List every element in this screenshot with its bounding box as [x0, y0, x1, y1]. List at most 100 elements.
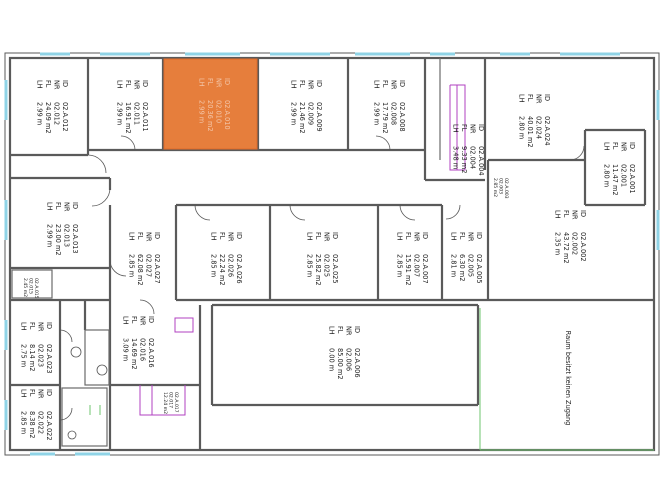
no-access-boundary — [479, 308, 654, 451]
small-field-value: 2.45 m2 — [22, 278, 28, 297]
field-value: 02.026 — [227, 254, 235, 277]
field-value: 02.A.009 — [315, 102, 323, 132]
field-value: 2.85 m — [128, 254, 136, 277]
field-label: NR — [307, 80, 315, 90]
field-value: 21.46 m2 — [298, 102, 306, 134]
windows — [4, 52, 660, 456]
field-value: 15.91 m2 — [404, 254, 412, 286]
field-label: LH — [396, 232, 404, 241]
field-label: FL — [136, 232, 144, 240]
field-label: FL — [460, 124, 468, 132]
field-value: 02.009 — [307, 102, 315, 125]
field-value: 02.001 — [620, 164, 628, 187]
small-field-value: 02.015 — [28, 278, 34, 294]
field-label: ID — [398, 80, 406, 87]
field-value: 2.81 m — [450, 254, 458, 277]
field-label: NR — [145, 232, 153, 242]
field-value: 2.80 m — [518, 116, 526, 139]
field-label: NR — [413, 232, 421, 242]
field-value: 11.47 m2 — [611, 164, 619, 196]
field-value: 3.48 m — [452, 146, 460, 169]
stair-elements — [89, 84, 466, 416]
field-value: 2.80 m — [603, 164, 611, 187]
field-value: 02.011 — [133, 102, 141, 125]
field-value: 02.A.025 — [331, 254, 339, 284]
field-value: 40.01 m2 — [526, 116, 534, 148]
field-label: FL — [206, 78, 214, 86]
field-label: ID — [315, 80, 323, 87]
field-value: 02.013 — [63, 224, 71, 247]
field-value: 2.99 m — [36, 102, 44, 125]
field-label: FL — [28, 322, 36, 330]
field-value: 3.09 m — [122, 338, 130, 361]
field-label: NR — [37, 322, 45, 332]
field-value: 02.A.013 — [71, 224, 79, 254]
field-label: NR — [469, 124, 477, 134]
field-label: ID — [235, 232, 243, 239]
field-label: ID — [421, 232, 429, 239]
field-value: 2.75 m — [20, 344, 28, 367]
field-label: LH — [210, 232, 218, 241]
highlighted-room-r010[interactable] — [163, 58, 258, 150]
field-value: 2.99 m — [46, 224, 54, 247]
field-value: 02.023 — [37, 344, 45, 367]
field-label: FL — [611, 142, 619, 150]
field-value: 2.85 m — [306, 254, 314, 277]
field-label: ID — [147, 316, 155, 323]
field-label: ID — [45, 322, 53, 329]
field-value: 14.69 m2 — [130, 338, 138, 370]
field-value: 02.007 — [413, 254, 421, 277]
field-value: 8.38 m2 — [28, 411, 36, 438]
field-label: LH — [20, 389, 28, 398]
field-value: 2.35 m — [554, 232, 562, 255]
field-label: LH — [306, 232, 314, 241]
field-value: 2.99 m — [116, 102, 124, 125]
field-value: 02.008 — [390, 102, 398, 125]
field-value: 2.85 m — [210, 254, 218, 277]
field-label: NR — [571, 210, 579, 220]
field-label: ID — [223, 78, 231, 85]
field-label: LH — [603, 142, 611, 151]
field-label: LH — [128, 232, 136, 241]
field-value: 02.A.011 — [141, 102, 149, 132]
field-value: 23.00 m2 — [54, 224, 62, 256]
field-value: 02.005 — [467, 254, 475, 277]
field-label: LH — [290, 80, 298, 89]
field-value: 22.24 m2 — [218, 254, 226, 286]
field-label: FL — [404, 232, 412, 240]
field-value: 2.85 m — [396, 254, 404, 277]
field-value: 02.A.026 — [235, 254, 243, 284]
interior-walls — [10, 58, 654, 450]
field-label: LH — [116, 80, 124, 89]
field-value: 25.82 m2 — [314, 254, 322, 286]
field-value: 17.79 m2 — [381, 102, 389, 134]
field-value: 02.A.008 — [398, 102, 406, 132]
field-label: FL — [562, 210, 570, 218]
field-value: 24.09 m2 — [44, 102, 52, 134]
field-value: 02.A.022 — [45, 411, 53, 441]
field-value: 02.A.010 — [223, 100, 231, 130]
field-label: ID — [331, 232, 339, 239]
field-label: NR — [345, 326, 353, 336]
field-label: FL — [314, 232, 322, 240]
field-value: 85.00 m2 — [336, 348, 344, 380]
field-value: 02.A.024 — [543, 116, 551, 146]
field-value: 02.A.023 — [45, 344, 53, 374]
small-field-value: 02.A.003 — [503, 178, 509, 199]
small-field-value: 02.017 — [168, 392, 174, 408]
field-label: ID — [475, 232, 483, 239]
field-label: LH — [46, 202, 54, 211]
field-label: NR — [390, 80, 398, 90]
field-label: FL — [44, 80, 52, 88]
field-label: LH — [198, 78, 206, 87]
field-label: FL — [218, 232, 226, 240]
